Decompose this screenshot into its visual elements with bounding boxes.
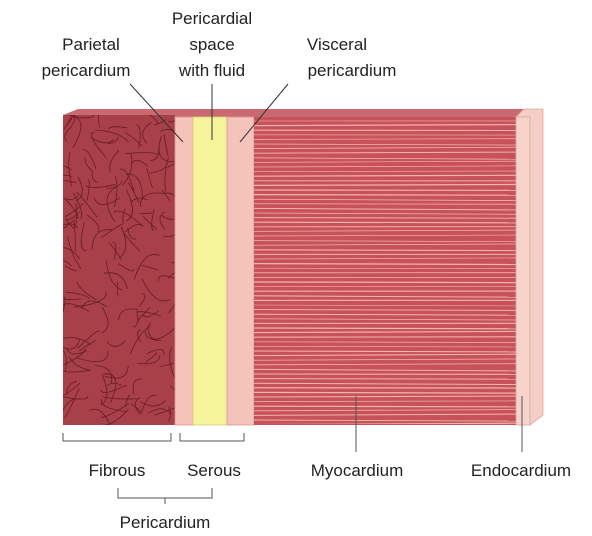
- muscle-fiber-line: [254, 282, 516, 283]
- label-parietal-2: pericardium: [42, 61, 131, 80]
- bracket-pericardium: [118, 488, 212, 498]
- bracket-serous: [180, 433, 244, 441]
- muscle-fiber-line: [254, 222, 516, 223]
- pericardial-fluid-space: [193, 117, 227, 425]
- fiber-strand: [59, 340, 62, 363]
- label-endocardium: Endocardium: [471, 461, 571, 480]
- label-pericardial-space-1: Pericardial: [172, 9, 252, 28]
- muscle-fiber-line: [254, 392, 516, 393]
- label-visceral-1: Visceral: [307, 35, 367, 54]
- label-fibrous: Fibrous: [89, 461, 146, 480]
- muscle-fiber-line: [254, 406, 516, 407]
- label-pericardial-space-3: with fluid: [178, 61, 245, 80]
- bracket-fibrous: [63, 433, 171, 441]
- label-myocardium: Myocardium: [311, 461, 404, 480]
- fiber-strand: [56, 408, 60, 435]
- label-pericardium: Pericardium: [120, 513, 211, 532]
- muscle-fiber-line: [254, 379, 516, 380]
- endocardium-layer: [516, 117, 530, 425]
- label-serous: Serous: [187, 461, 241, 480]
- muscle-fiber-line: [254, 328, 516, 329]
- label-pericardial-space-2: space: [189, 35, 234, 54]
- muscle-fiber-line: [254, 195, 516, 196]
- visceral-pericardium-layer: [227, 117, 254, 425]
- label-parietal-1: Parietal: [62, 35, 120, 54]
- parietal-pericardium-layer: [175, 117, 193, 425]
- muscle-fiber-line: [254, 218, 516, 219]
- label-visceral-2: pericardium: [308, 61, 397, 80]
- fiber-strand: [139, 213, 152, 214]
